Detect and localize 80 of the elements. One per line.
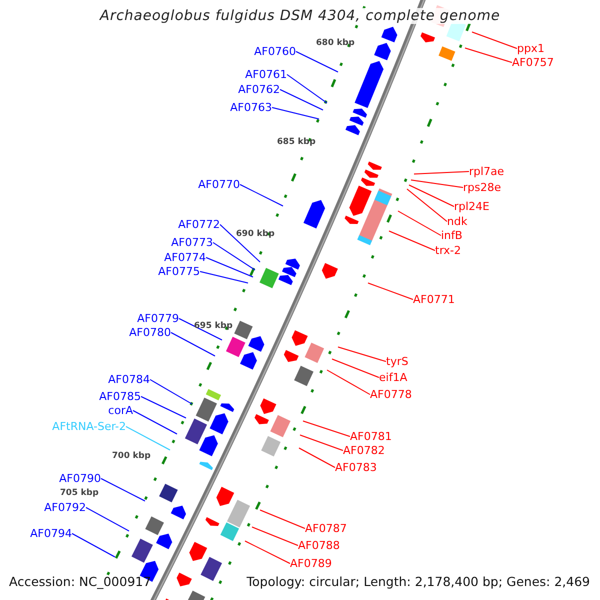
leader-line	[240, 184, 284, 206]
leader-line	[368, 282, 414, 300]
gene-label: rpl7ae	[469, 165, 504, 178]
leader-line	[272, 107, 320, 120]
accession-label: Accession: NC_000917	[9, 574, 152, 589]
leader-line	[464, 48, 512, 63]
gene-label: AF0760	[254, 45, 296, 58]
leader-line	[244, 540, 290, 564]
gene-label: AF0778	[370, 388, 412, 401]
scale-label: 685 kbp	[277, 137, 316, 147]
gene-label: infB	[441, 229, 462, 242]
leader-line	[140, 396, 186, 418]
scale-label: 695 kbp	[194, 321, 233, 331]
gene-label: AF0790	[59, 472, 101, 485]
leader-line	[100, 478, 146, 502]
gene-label: AF0784	[108, 373, 150, 386]
gene-label: ndk	[447, 215, 468, 228]
leader-line	[126, 426, 170, 450]
gene-label: rps28e	[463, 181, 502, 194]
scale-label: 700 kbp	[112, 451, 151, 461]
gene-label: ppx1	[517, 42, 544, 55]
gene-label: AF0788	[298, 539, 340, 552]
leader-line	[170, 332, 216, 356]
gene-label: AF0787	[305, 522, 347, 535]
gene-label: AF0794	[30, 527, 72, 540]
gene-label: AF0771	[413, 293, 455, 306]
leader-line	[408, 184, 454, 207]
leader-line	[332, 358, 380, 378]
gene-label: AF0785	[99, 390, 141, 403]
gene-label: rpl24E	[454, 200, 490, 213]
gene-label: AF0783	[335, 461, 377, 474]
leader-line	[86, 507, 130, 532]
gene-label: AF0789	[290, 557, 332, 570]
leader-line	[252, 526, 298, 546]
gene-label: trx-2	[435, 244, 462, 257]
leader-line	[150, 379, 192, 404]
leader-line	[132, 410, 178, 434]
gene-label: eif1A	[379, 371, 408, 384]
leader-line	[300, 434, 344, 451]
leader-line	[178, 318, 222, 340]
gene-label: AF0773	[171, 236, 213, 249]
leader-line	[338, 346, 386, 362]
gene-label: AF0772	[178, 218, 220, 231]
leader-line	[260, 510, 306, 529]
leader-line	[414, 171, 470, 174]
gene-label: AF0774	[164, 251, 206, 264]
leader-line	[326, 370, 370, 395]
leader-line	[398, 210, 442, 236]
leader-line	[212, 242, 256, 270]
gene-label: AFtRNA-Ser-2	[52, 420, 126, 433]
leader-line	[296, 51, 338, 72]
leader-line	[298, 448, 336, 468]
gene-label: AF0779	[137, 312, 179, 325]
gene-label: AF0763	[230, 101, 272, 114]
gene-label: AF0792	[44, 501, 86, 514]
leader-line	[206, 257, 254, 278]
scale-label: 680 kbp	[316, 38, 355, 48]
leader-line	[302, 420, 350, 437]
scale-label: 690 kbp	[236, 229, 275, 239]
gene-label: AF0762	[238, 83, 280, 96]
leader-line	[280, 89, 324, 110]
gene-label: AF0782	[343, 444, 385, 457]
gene-label: AF0761	[245, 68, 287, 81]
leader-line	[286, 74, 328, 104]
scale-label: 705 kbp	[60, 488, 99, 498]
leader-line	[406, 188, 448, 222]
leader-line	[72, 533, 116, 558]
gene-label: AF0770	[198, 178, 240, 191]
leader-line	[200, 271, 248, 284]
gene-label: AF0775	[158, 265, 200, 278]
leader-line	[388, 230, 436, 251]
gene-label: AF0781	[350, 430, 392, 443]
gene-label: AF0780	[129, 326, 171, 339]
gene-label: corA	[108, 404, 133, 417]
leader-line	[472, 32, 518, 49]
gene-label: AF0757	[512, 56, 554, 69]
leader-line	[410, 180, 464, 188]
genome-info-label: Topology: circular; Length: 2,178,400 bp; Genes: 2,469	[246, 574, 590, 589]
gene-label: tyrS	[386, 355, 408, 368]
leader-line	[220, 224, 260, 262]
